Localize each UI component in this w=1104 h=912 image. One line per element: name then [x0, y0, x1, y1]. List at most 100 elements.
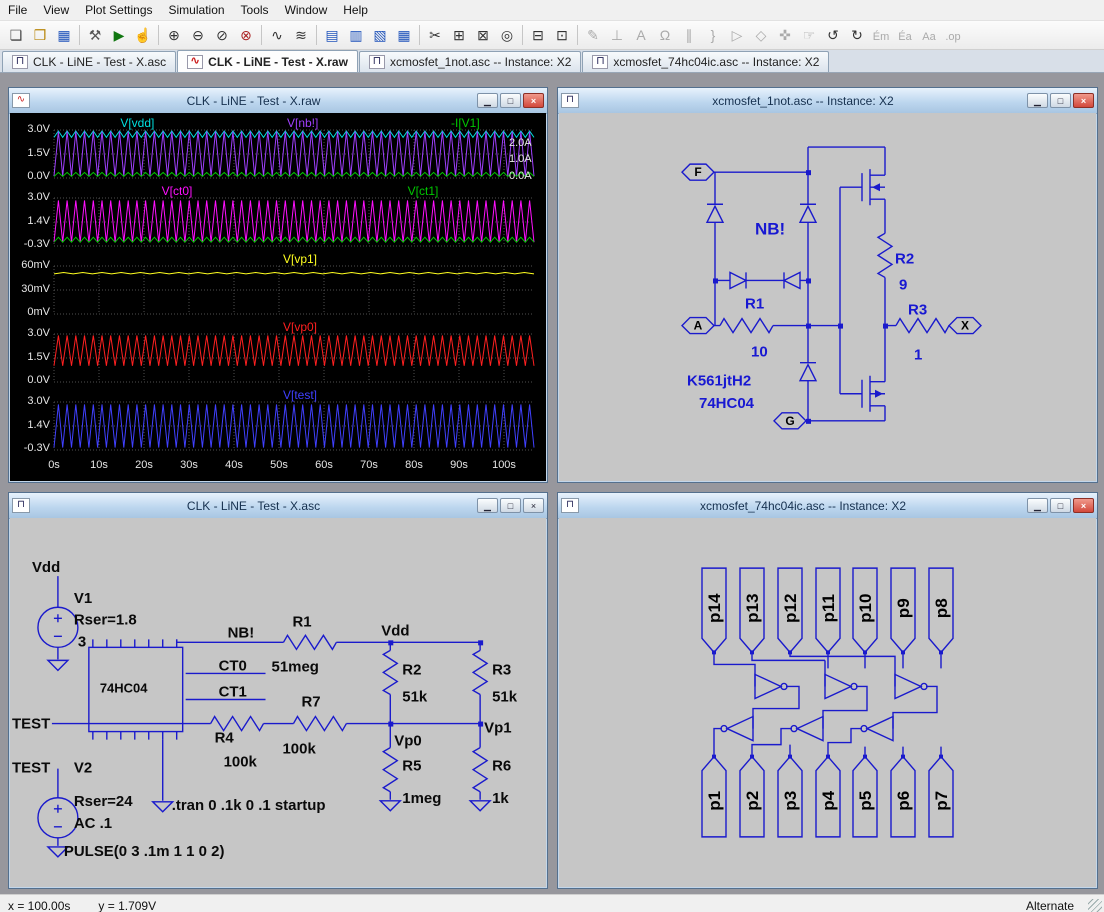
net-label-vdd-top[interactable]: Vdd — [32, 559, 60, 576]
net-label-vdd-mid[interactable]: Vdd — [381, 622, 409, 639]
menu-item-file[interactable]: File — [8, 3, 28, 17]
r6-resistor[interactable] — [471, 747, 489, 793]
pin-p11[interactable]: p11 — [815, 567, 841, 655]
toolbar-resistor-button[interactable]: Ω — [653, 23, 677, 47]
toolbar-paste-button[interactable]: ⊠ — [471, 23, 495, 47]
menu-item-help[interactable]: Help — [343, 3, 368, 17]
toolbar-plot-settings-button[interactable]: ≋ — [289, 23, 313, 47]
toolbar-print-button[interactable]: ⊟ — [526, 23, 550, 47]
wave-plot-0[interactable] — [10, 129, 544, 179]
net-label-nb[interactable]: NB! — [755, 219, 785, 238]
menu-item-plot-settings[interactable]: Plot Settings — [85, 3, 153, 17]
toolbar-zoom-out-button[interactable]: ⊖ — [186, 23, 210, 47]
r3-resistor[interactable] — [471, 649, 489, 696]
r5-value[interactable]: 1meg — [402, 790, 441, 807]
toolbar-zoom-full-extents-button[interactable]: ⊗ — [234, 23, 258, 47]
r5-resistor[interactable] — [381, 747, 399, 793]
resize-grip-icon[interactable] — [1088, 898, 1102, 912]
r1-value[interactable]: 51meg — [272, 658, 319, 675]
r7-resistor[interactable] — [292, 715, 347, 732]
toolbar-tile-vertical-button[interactable]: ▥ — [344, 23, 368, 47]
pin-p1[interactable]: p1 — [701, 754, 727, 838]
toolbar-save-button[interactable]: ▦ — [52, 23, 76, 47]
trace-label-v-vp1[interactable]: V[vp1] — [282, 251, 318, 266]
toolbar-new-schematic-button[interactable]: ❏ — [4, 23, 28, 47]
toolbar-wire-button[interactable]: ✎ — [581, 23, 605, 47]
pin-p6[interactable]: p6 — [890, 754, 916, 838]
toolbar-control-panel-button[interactable]: ⚒ — [83, 23, 107, 47]
toolbar-zoom-in-button[interactable]: ⊕ — [162, 23, 186, 47]
r7-name[interactable]: R7 — [301, 693, 320, 710]
r6-name[interactable]: R6 — [492, 758, 511, 775]
pin-p13[interactable]: p13 — [739, 567, 765, 655]
ic-window-titlebar[interactable]: ⊓ xcmosfet_74hc04ic.asc -- Instance: X2 … — [558, 493, 1097, 519]
menu-item-tools[interactable]: Tools — [240, 3, 269, 17]
r3-resistor[interactable] — [895, 317, 950, 334]
r4-name[interactable]: R4 — [215, 730, 235, 747]
toolbar-mirror-button[interactable]: Éa — [893, 23, 917, 47]
toolbar-find-button[interactable]: ◎ — [495, 23, 519, 47]
pin-p9[interactable]: p9 — [890, 567, 916, 655]
r1-name[interactable]: R1 — [292, 613, 311, 630]
v2-voltage-source[interactable] — [37, 797, 79, 839]
r3-value[interactable]: 51k — [492, 688, 518, 705]
toolbar-diode-button[interactable]: ▷ — [725, 23, 749, 47]
toolbar-halt-button[interactable]: ☝ — [131, 23, 155, 47]
toolbar-autorange-button[interactable]: ∿ — [265, 23, 289, 47]
r2-name[interactable]: R2 — [895, 250, 914, 267]
net-label-ct1[interactable]: CT1 — [219, 683, 247, 700]
trace-label-v-ct1[interactable]: V[ct1] — [407, 183, 439, 198]
pin-p3[interactable]: p3 — [777, 754, 803, 838]
r2-resistor[interactable] — [876, 232, 894, 279]
hc04-ic-symbol[interactable]: 74HC04 — [88, 639, 184, 740]
pin-p14[interactable]: p14 — [701, 567, 727, 655]
pin-p5[interactable]: p5 — [852, 754, 878, 838]
wave-plot-2[interactable] — [10, 265, 544, 315]
not1-window-titlebar[interactable]: ⊓ xcmosfet_1not.asc -- Instance: X2 ▁ □ … — [558, 88, 1097, 114]
minimize-button[interactable]: ▁ — [477, 93, 498, 108]
esd-diodes[interactable] — [705, 203, 818, 382]
tab-xcmosfet-1not-asc-instance-x2[interactable]: ⊓xcmosfet_1not.asc -- Instance: X2 — [358, 51, 582, 72]
net-label-nb[interactable]: NB! — [228, 624, 255, 641]
toolbar-open-file-button[interactable]: ❒ — [28, 23, 52, 47]
v2-pulse[interactable]: PULSE(0 3 .1m 1 1 0 2) — [64, 843, 225, 860]
minimize-button[interactable]: ▁ — [1027, 498, 1048, 513]
toolbar-print-preview-button[interactable]: ⊡ — [550, 23, 574, 47]
pin-p12[interactable]: p12 — [777, 567, 803, 655]
main-window-titlebar[interactable]: ⊓ CLK - LiNE - Test - X.asc ▁ □ × — [9, 493, 547, 519]
r1-resistor[interactable] — [282, 633, 337, 651]
toolbar-component-button[interactable]: ◇ — [749, 23, 773, 47]
toolbar-redo-button[interactable]: ↻ — [845, 23, 869, 47]
trace-label-v-test[interactable]: V[test] — [282, 387, 317, 402]
toolbar-spice-directive-button[interactable]: .op — [941, 23, 965, 47]
menu-item-window[interactable]: Window — [284, 3, 328, 17]
r3-name[interactable]: R3 — [908, 302, 927, 319]
toolbar-run-button[interactable]: ▶ — [107, 23, 131, 47]
inverter-gates[interactable] — [720, 673, 928, 742]
r5-name[interactable]: R5 — [402, 758, 421, 775]
port-a[interactable]: A — [681, 316, 715, 335]
pin-p2[interactable]: p2 — [739, 754, 765, 838]
toolbar-move-button[interactable]: ✜ — [773, 23, 797, 47]
menu-item-view[interactable]: View — [43, 3, 70, 17]
wave-plot-4[interactable] — [10, 401, 544, 451]
tab-xcmosfet-74hc04ic-asc-instance-x2[interactable]: ⊓xcmosfet_74hc04ic.asc -- Instance: X2 — [582, 51, 830, 72]
wave-plot-1[interactable] — [10, 197, 544, 247]
menu-item-simulation[interactable]: Simulation — [168, 3, 225, 17]
r4-resistor[interactable] — [210, 715, 265, 732]
r2-name[interactable]: R2 — [402, 661, 421, 678]
r2-resistor[interactable] — [381, 649, 399, 696]
port-x[interactable]: X — [948, 316, 982, 335]
not1-schematic-canvas[interactable]: F A G X — [559, 113, 1096, 481]
main-schematic-canvas[interactable]: 74HC04 — [10, 518, 546, 887]
pin-p10[interactable]: p10 — [852, 567, 878, 655]
port-g[interactable]: G — [773, 412, 807, 430]
toolbar-capacitor-button[interactable]: ∥ — [677, 23, 701, 47]
toolbar-undo-button[interactable]: ↺ — [821, 23, 845, 47]
